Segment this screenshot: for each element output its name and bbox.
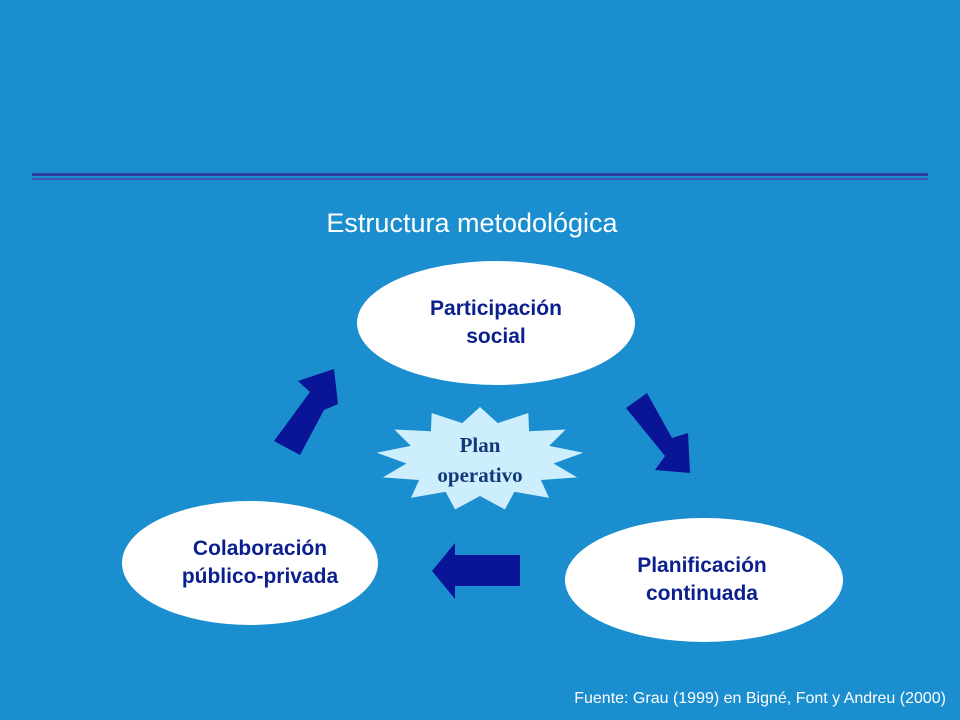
node-label-line: Participación (430, 297, 562, 320)
center-label-line: operativo (437, 463, 523, 487)
arrow-left-icon (432, 543, 520, 599)
arrow-up-right-icon (274, 369, 338, 455)
slide-title: Estructura metodológica (326, 208, 618, 238)
node-ellipse-left (122, 501, 378, 625)
node-label-line: Colaboración (192, 537, 328, 560)
node-label-line: social (466, 325, 526, 348)
node-label-line: continuada (645, 582, 758, 605)
node-label-line: Planificación (637, 554, 767, 577)
source-citation: Fuente: Grau (1999) en Bigné, Font y And… (574, 690, 946, 707)
node-ellipse-top (357, 261, 635, 385)
header-rule (32, 173, 928, 176)
node-colaboracion-publico-privada: Colaboración público-privada (150, 535, 370, 591)
node-planificacion-continuada: Planificación continuada (602, 552, 802, 608)
node-label-line: público-privada (181, 565, 339, 588)
header-rule-secondary (32, 178, 928, 180)
center-plan-operativo: Plan operativo (400, 430, 560, 490)
center-label-line: Plan (459, 433, 501, 457)
center-burst-shape (376, 407, 584, 510)
node-ellipse-right (565, 518, 843, 642)
arrow-down-right-icon (626, 393, 690, 473)
node-participacion-social: Participación social (396, 295, 596, 351)
